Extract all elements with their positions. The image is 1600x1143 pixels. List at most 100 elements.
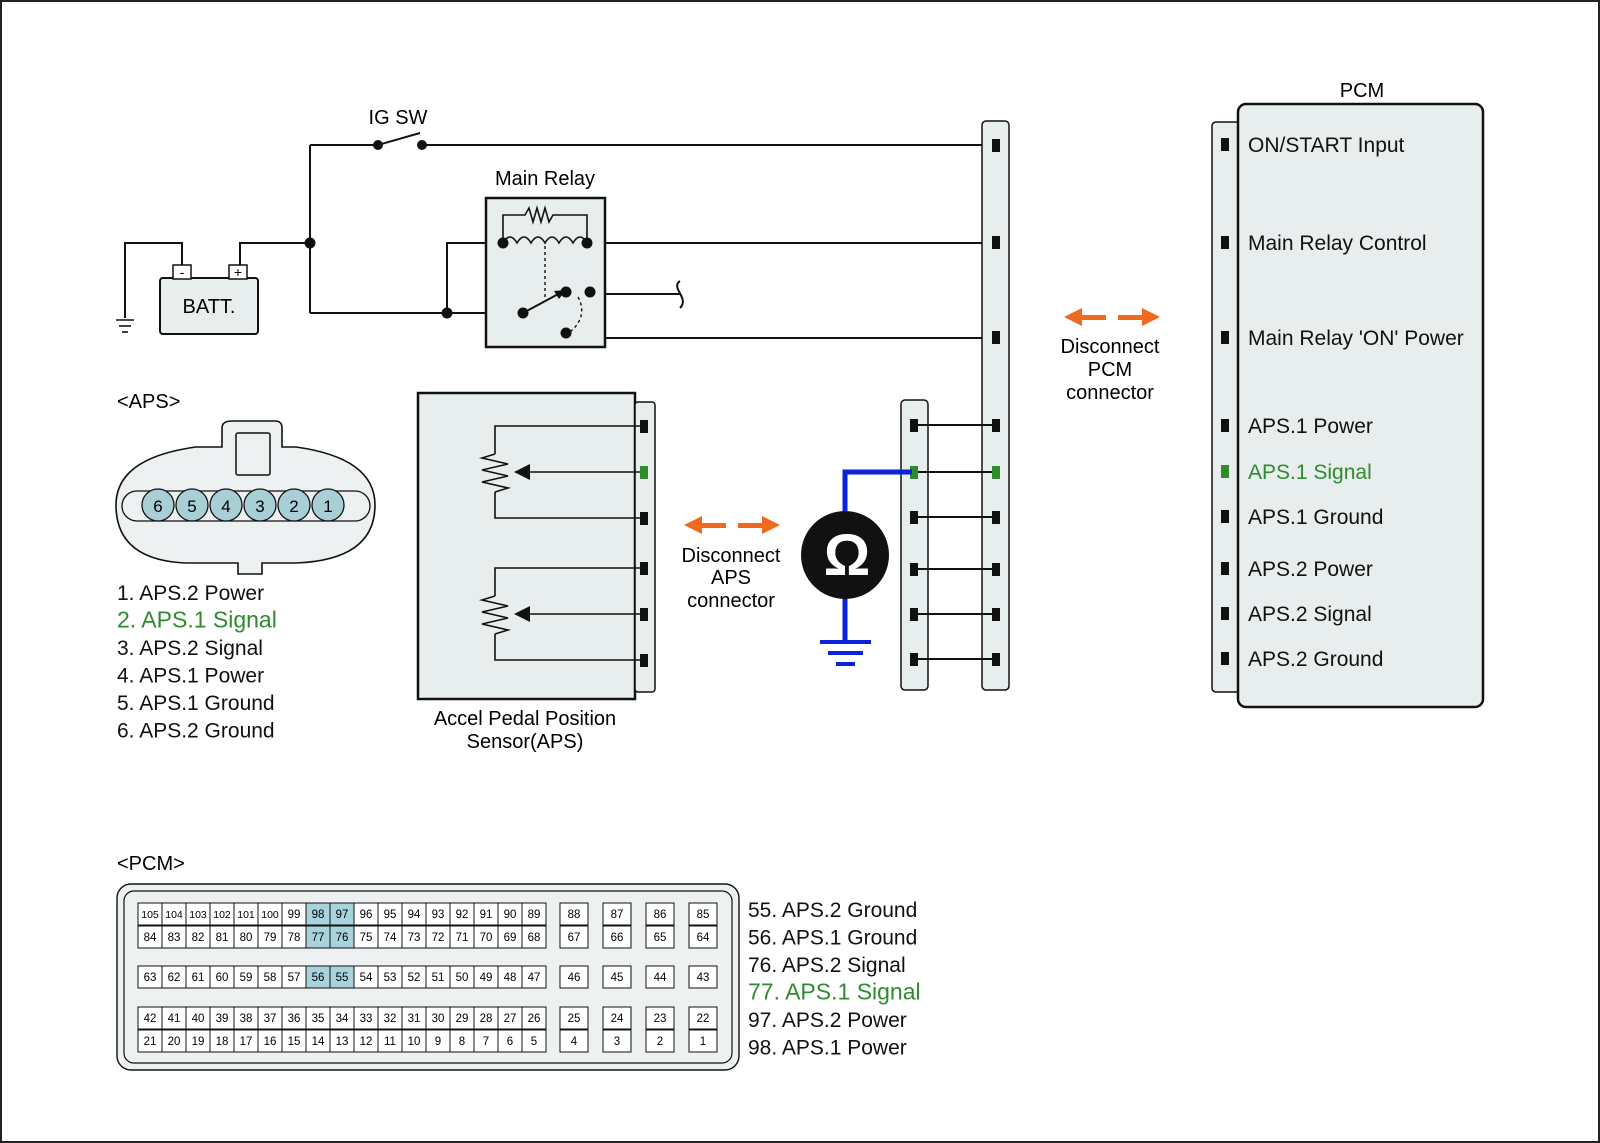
pcm-pin-number: 19 — [192, 1036, 205, 1048]
pcm-pin-number: 77 — [312, 932, 325, 944]
pcm-pin-number: 73 — [408, 932, 421, 944]
aps-sensor — [416, 391, 656, 701]
aps-pin — [175, 488, 209, 522]
pcm-pin-number: 103 — [189, 909, 207, 921]
pcm-terminal-pin — [1221, 510, 1229, 523]
pcm-pin — [521, 965, 547, 989]
pcm-pin-number: 1 — [700, 1036, 706, 1048]
pcm-terminal-pin — [1221, 652, 1229, 665]
pcm-pin — [559, 925, 589, 949]
aps-pin — [311, 488, 345, 522]
pcm-pin — [559, 1006, 589, 1030]
pcm-terminal-label: Main Relay 'ON' Power — [1248, 327, 1464, 350]
pcm-pin-number: 71 — [456, 932, 469, 944]
pcm-pin — [645, 965, 675, 989]
aps-legend-item: 4. APS.1 Power — [117, 665, 264, 688]
disconnect-pcm-line3: connector — [1066, 382, 1154, 404]
pcm-terminal-pin — [1221, 607, 1229, 620]
aps-legend-item: 3. APS.2 Signal — [117, 637, 263, 660]
pcm-terminal-label: ON/START Input — [1248, 134, 1405, 157]
pcm-pin-number: 91 — [480, 909, 493, 921]
aps-pin-number: 4 — [221, 497, 230, 516]
pcm-pin-number: 44 — [654, 972, 667, 984]
pcm-pin — [645, 1006, 675, 1030]
pcm-pin-number: 87 — [611, 909, 624, 921]
pcm-pin-number: 96 — [360, 909, 373, 921]
aps-pin-number: 6 — [153, 497, 162, 516]
pcm-pin-number: 47 — [528, 972, 541, 984]
pcm-terminal-label: Main Relay Control — [1248, 232, 1427, 255]
pcm-pin-number: 95 — [384, 909, 397, 921]
pcm-title: PCM — [1340, 80, 1384, 102]
disconnect-pcm-line1: Disconnect — [1061, 336, 1160, 358]
pcm-pin-number: 53 — [384, 972, 397, 984]
pcm-pin-number: 79 — [264, 932, 277, 944]
pcm-pin — [521, 1006, 547, 1030]
pcm-pin-number: 55 — [336, 972, 349, 984]
pcm-pin-number: 94 — [408, 909, 421, 921]
pcm-pin-number: 58 — [264, 972, 277, 984]
pcm-legend-item: 56. APS.1 Ground — [748, 927, 917, 950]
pcm-pin-number: 34 — [336, 1013, 349, 1025]
pcm-pin-number: 10 — [408, 1036, 421, 1048]
pcm-pin — [688, 1006, 718, 1030]
pcm-pin-number: 104 — [165, 909, 183, 921]
aps-sensor-label-line1: Accel Pedal Position — [434, 708, 616, 730]
pcm-pin-number: 28 — [480, 1013, 493, 1025]
disconnect-pcm-arrows — [1064, 308, 1160, 326]
pcm-pin — [688, 902, 718, 926]
aps-legend-item: 2. APS.1 Signal — [117, 607, 277, 633]
pcm-pin-number: 42 — [144, 1013, 157, 1025]
pcm-legend-item: 97. APS.2 Power — [748, 1009, 907, 1032]
disconnect-aps-line3: connector — [687, 590, 775, 612]
aps-sensor-label-line2: Sensor(APS) — [467, 731, 584, 753]
aps-pin-number: 5 — [187, 497, 196, 516]
pcm-pin-number: 57 — [288, 972, 301, 984]
pcm-pin-number: 11 — [384, 1036, 396, 1048]
pcm-pin — [688, 1029, 718, 1053]
aps-pin — [243, 488, 277, 522]
battery-icon — [159, 264, 259, 335]
harness-connector-bars — [900, 120, 1010, 691]
pcm-pin-number: 36 — [288, 1013, 301, 1025]
pcm-pin-number: 13 — [336, 1036, 349, 1048]
pcm-pin — [602, 1006, 632, 1030]
disconnect-aps-line1: Disconnect — [682, 545, 781, 567]
aps-legend-item: 5. APS.1 Ground — [117, 692, 275, 715]
pcm-pin-number: 2 — [657, 1036, 663, 1048]
pcm-pin — [559, 1029, 589, 1053]
pcm-terminal-pin — [1221, 562, 1229, 575]
ground-icon — [116, 319, 134, 333]
pcm-terminal-label: APS.1 Ground — [1248, 506, 1383, 529]
pcm-pin-number: 33 — [360, 1013, 373, 1025]
pcm-connector-title: <PCM> — [117, 853, 185, 875]
pcm-pin-number: 24 — [611, 1013, 624, 1025]
pcm-pin-number: 22 — [697, 1013, 710, 1025]
pcm-pin — [688, 925, 718, 949]
pcm-pin — [521, 1029, 547, 1053]
pcm-pin-number: 54 — [360, 972, 373, 984]
pcm-pin-number: 75 — [360, 932, 373, 944]
battery-plus-label: + — [234, 264, 242, 280]
pcm-pin-number: 41 — [168, 1013, 181, 1025]
pcm-pin-number: 16 — [264, 1036, 277, 1048]
pcm-pin-number: 31 — [408, 1013, 421, 1025]
pcm-pin-number: 35 — [312, 1013, 325, 1025]
pcm-pin-number: 21 — [144, 1036, 157, 1048]
pcm-pin-number: 6 — [507, 1036, 513, 1048]
pcm-pin-number: 101 — [237, 909, 255, 921]
pcm-pin-number: 85 — [697, 909, 710, 921]
pcm-pin — [602, 965, 632, 989]
pcm-pin — [688, 965, 718, 989]
potentiometer-icon — [478, 595, 530, 635]
pcm-pin-number: 27 — [504, 1013, 517, 1025]
aps-connector-title: <APS> — [117, 391, 180, 413]
pcm-terminal-pin — [1221, 419, 1229, 432]
pcm-pin-number: 4 — [571, 1036, 578, 1048]
pcm-pin-number: 12 — [360, 1036, 373, 1048]
pcm-pin-number: 9 — [435, 1036, 441, 1048]
ohmmeter-icon — [801, 469, 912, 666]
